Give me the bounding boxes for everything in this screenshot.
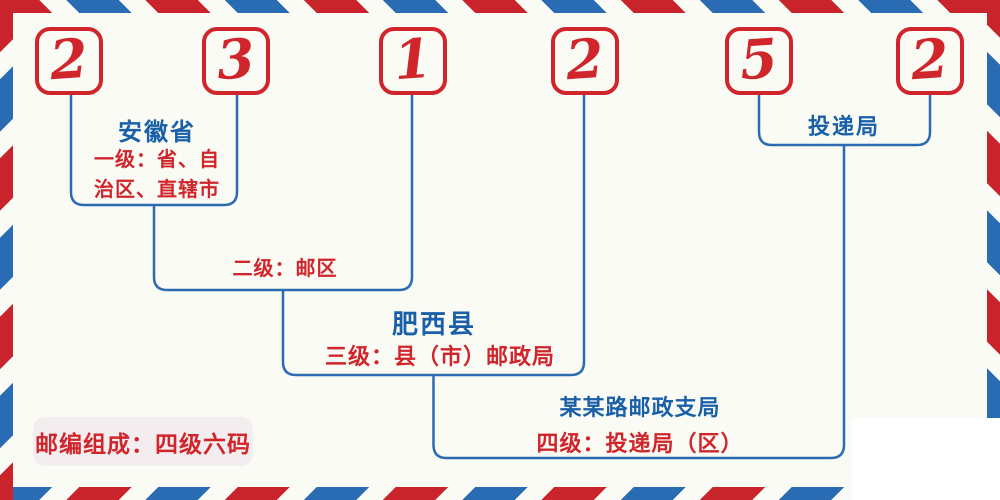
digit-5: 5 (737, 25, 780, 93)
digit-box-4: 2 (551, 25, 619, 95)
digit-3: 1 (391, 25, 434, 93)
airmail-border-right (987, 0, 1000, 500)
level1-desc-line2: 治区、直辖市 (94, 177, 220, 201)
level3-desc-label: 三级：县（市）邮政局 (324, 345, 556, 370)
digit-4: 2 (563, 25, 606, 93)
level1-desc-line1: 一级：省、自 (94, 147, 220, 171)
level4-desc-label: 四级：投递局（区） (536, 432, 744, 457)
digit-2: 3 (214, 25, 257, 93)
digit-box-5: 5 (725, 25, 793, 95)
airmail-border-bottom (0, 487, 1000, 500)
digit-6: 2 (908, 25, 951, 93)
postcode-composition-badge: 邮编组成：四级六码 (33, 417, 253, 466)
digit-box-1: 2 (35, 25, 103, 95)
level3-place-label: 肥西县 (391, 310, 477, 340)
airmail-border-left (0, 0, 13, 500)
digit-box-2: 3 (202, 25, 270, 95)
bracket-level4 (432, 145, 846, 460)
digit-box-6: 2 (896, 25, 964, 95)
corner-patch (852, 418, 1000, 500)
postcode-composition-text: 邮编组成：四级六码 (35, 430, 251, 458)
airmail-border-top (0, 0, 1000, 13)
delivery-office-label: 投递局 (807, 114, 881, 140)
level2-desc-label: 二级：邮区 (232, 256, 338, 280)
level1-desc-label: 一级：省、自 治区、直辖市 (94, 144, 220, 204)
digit-box-3: 1 (379, 25, 447, 95)
bracket-delivery (757, 95, 932, 147)
level4-place-label: 某某路邮政支局 (559, 395, 721, 421)
digit-1: 2 (47, 25, 90, 93)
level1-place-label: 安徽省 (118, 117, 196, 146)
